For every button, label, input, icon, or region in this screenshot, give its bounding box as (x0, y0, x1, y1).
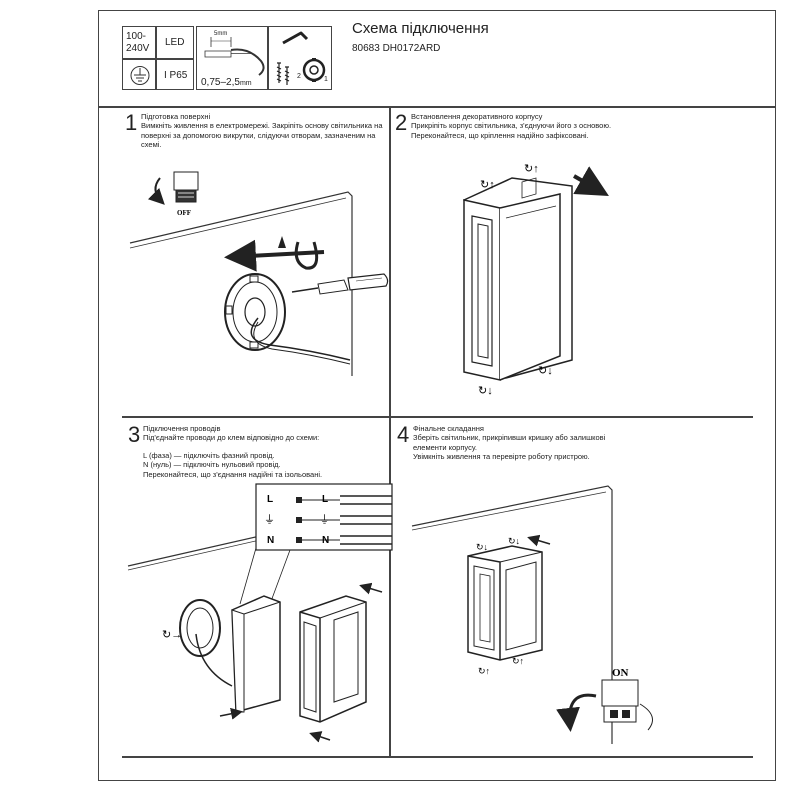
spec-voltage-cell: 100- 240V (122, 26, 156, 59)
spec-kit-cell: 2 1 (268, 26, 332, 90)
screw-arrow-icon: ↻↓ (508, 536, 520, 546)
step-4-line: Зберіть світильник, прикріпивши кришку а… (413, 433, 606, 442)
screws-icon (276, 62, 290, 85)
step-1-illustration: OFF (129, 171, 389, 376)
screw-arrow-icon: ↻↑ (478, 666, 490, 676)
spec-source-cell: LED (156, 26, 194, 59)
screw-arrow-icon: ↻→ (162, 629, 182, 641)
step-4-line: Увімкніть живлення та перевірте роботу п… (413, 452, 590, 461)
step-2-number: 2 (395, 110, 408, 135)
decorative-housing (299, 595, 367, 723)
step-1-line: поверхні за допомогою викрутки, слідуючи… (141, 130, 376, 140)
spec-ground-cell (122, 59, 156, 90)
step-4-number: 4 (397, 422, 410, 447)
step-1-title: Підготовка поверхні (141, 112, 211, 121)
step-3-line: Переконайтеся, що з'єднання надійні та і… (143, 469, 323, 479)
terminal-ground-left: ⏚ (264, 513, 275, 526)
step-4-illustration: ↻↓ ↻↓ ↻↑ ↻↑ ON (411, 485, 653, 744)
spec-voltage-line1: 100- (126, 31, 147, 42)
spec-wire-unit: mm (239, 80, 252, 87)
step-3-text: Під'єднайте проводи до клем відповідно д… (143, 433, 393, 479)
terminal-l-right: L (322, 494, 328, 505)
hex-key-icon (282, 31, 309, 45)
spec-voltage-line2: 240V (126, 43, 150, 54)
step-2-text: Прикріпіть корпус світильника, з'єднуючи… (411, 121, 661, 140)
screwdriver-icon (291, 273, 389, 295)
screw-arrow-icon: ↻↓ (478, 385, 493, 397)
bottom-divider (122, 756, 753, 758)
spec-screws-count: 2 (297, 73, 301, 80)
spec-strip-length: 5mm (214, 31, 228, 37)
spec-ip-cell: I P65 (156, 59, 194, 90)
row-divider (122, 416, 753, 418)
step-3-line: N (нуль) — підключіть нульовий провід. (143, 460, 281, 469)
terminal-n-right: N (322, 535, 329, 546)
terminal-ground-right: ⏚ (319, 513, 330, 526)
step-1-line: схемі. (141, 140, 162, 149)
screw-arrow-icon: ↻↓ (538, 365, 553, 377)
spec-ip: I P65 (164, 70, 188, 81)
spec-plate-count: 1 (324, 76, 328, 83)
screw-arrow-icon: ↻↑ (524, 163, 539, 175)
page-title: Схема підключення (352, 20, 489, 37)
step-4-line: елементи корпусу. (413, 442, 477, 452)
screw-arrow-icon: ↻↓ (476, 542, 488, 552)
page-frame (98, 10, 776, 781)
screw-arrow-icon: ↻↑ (512, 656, 524, 666)
terminal-n-left: N (267, 535, 274, 546)
spec-wire-section: 0,75–2,5mm (201, 77, 252, 89)
spec-wire-section-value: 0,75–2,5 (201, 77, 240, 88)
step-3-illustration: L ⏚ N L ⏚ N ↻→ (127, 483, 393, 743)
step-2-illustration: ↻↑ ↻↑ ↻↓ ↻↓ (463, 163, 609, 397)
step-1-number: 1 (125, 110, 138, 135)
step-2-line: Прикріпіть корпус світильника, з'єднуючи… (411, 121, 612, 130)
mounting-plate-drawing (179, 599, 221, 657)
header-divider (98, 106, 776, 108)
ground-symbol-icon (130, 66, 150, 85)
step-4-text: Зберіть світильник, прикріпивши кришку а… (413, 433, 663, 462)
step-1-text: Вимкніть живлення в електромережі. Закрі… (141, 121, 391, 150)
spec-wire-cell: 5mm 0,75–2,5mm (196, 26, 268, 90)
wire-strip-icon (204, 37, 265, 76)
step-3-number: 3 (128, 422, 141, 447)
screw-arrow-icon: ↻↑ (480, 179, 495, 191)
mounting-plate-icon (302, 58, 326, 82)
breaker-switch-icon (147, 171, 199, 205)
step-2-line: Переконайтеся, що кріплення надійно зафі… (411, 130, 589, 140)
column-divider (389, 106, 391, 757)
model-number: 80683 DH0172ARD (352, 43, 441, 54)
step-3-line: Під'єднайте проводи до клем відповідно д… (143, 433, 320, 442)
terminal-l-left: L (267, 494, 273, 505)
step-2-title: Встановлення декоративного корпусу (411, 112, 543, 121)
step-4-title: Фінальне складання (413, 424, 484, 433)
on-label: ON (612, 667, 629, 679)
mounting-plate-drawing (224, 273, 286, 351)
spec-source: LED (165, 37, 185, 48)
step-1-line: Вимкніть живлення в електромережі. Закрі… (141, 121, 383, 130)
breaker-switch-icon (556, 679, 653, 732)
fixture-base (231, 595, 281, 713)
step-3-title: Підключення проводів (143, 424, 221, 433)
off-label: OFF (177, 209, 191, 217)
assembled-fixture (467, 545, 543, 661)
terminal-block-zoom (255, 483, 393, 551)
step-3-line: L (фаза) — підключіть фазний провід. (143, 450, 275, 460)
